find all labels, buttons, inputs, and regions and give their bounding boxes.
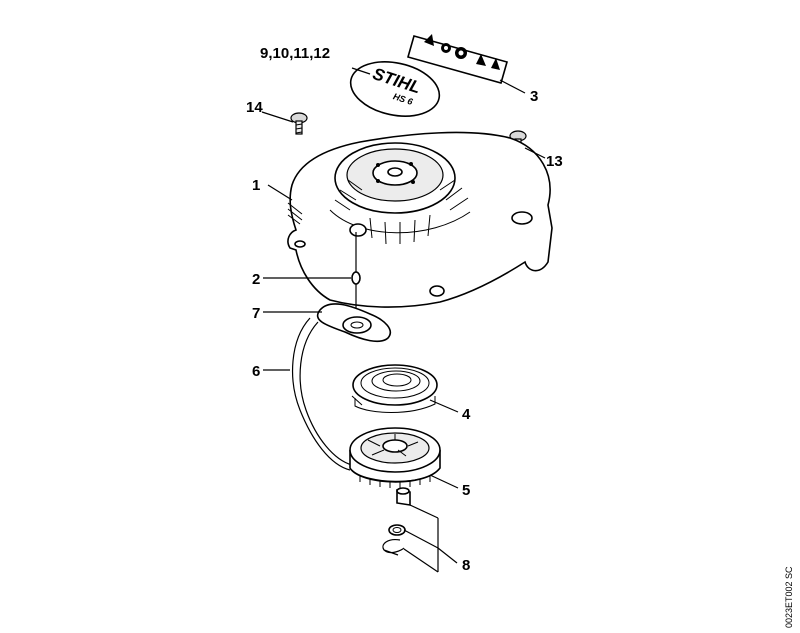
fan-housing (287, 131, 553, 308)
callout-14: 14 (246, 99, 263, 116)
leader-lines (261, 67, 546, 573)
callout-7: 7 (252, 305, 260, 322)
callout-3: 3 (530, 88, 538, 105)
callout-1: 1 (252, 177, 260, 194)
rope-rotor (349, 427, 441, 488)
warning-label-strip (407, 34, 508, 84)
pawl-washer-clip (382, 487, 411, 556)
callout-5: 5 (462, 482, 470, 499)
callout-4: 4 (462, 406, 471, 423)
stihl-cap: STIHL HS 6 (349, 61, 441, 117)
callout-8: 8 (462, 557, 470, 574)
screw-14 (290, 112, 308, 135)
callout-6: 6 (252, 363, 260, 380)
callout-2: 2 (252, 271, 260, 288)
rewind-spring (351, 364, 438, 413)
rope-loop (292, 317, 353, 471)
callout-9-10-11-12: 9,10,11,12 (260, 45, 330, 62)
starter-rope (351, 232, 361, 312)
starter-grip (316, 303, 392, 343)
callout-13: 13 (546, 153, 563, 170)
drawing-code: 0023ET002 SC (784, 566, 794, 628)
